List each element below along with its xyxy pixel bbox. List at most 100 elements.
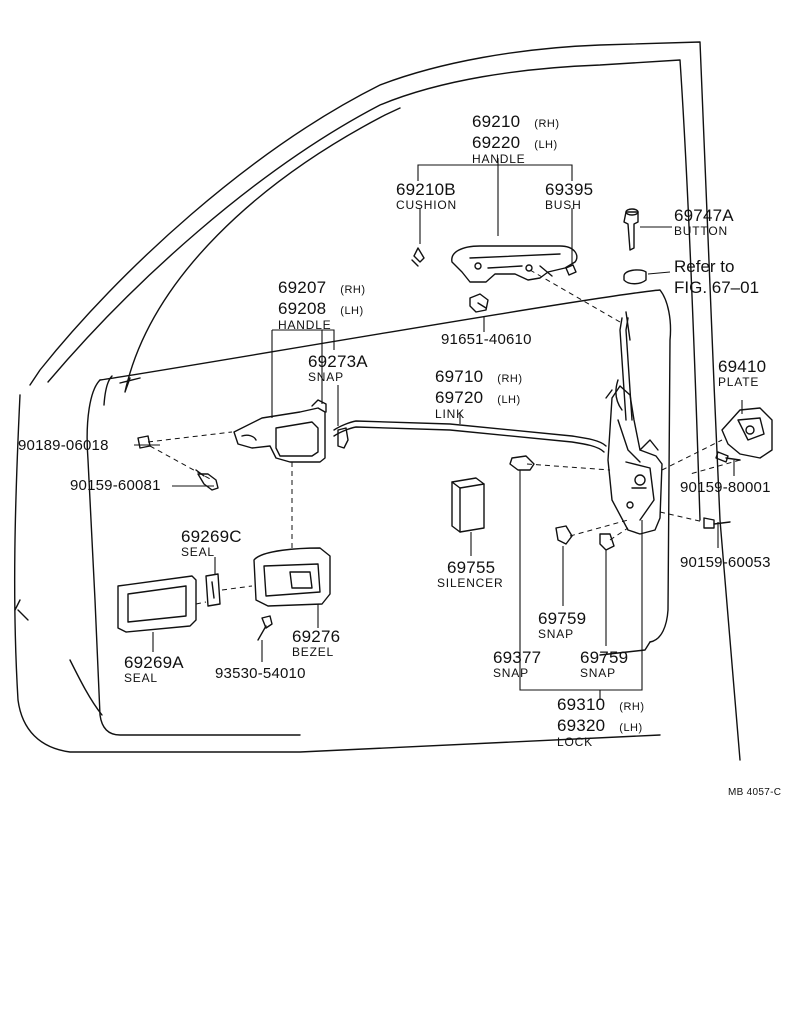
callout-screw-90159-60053: 90159-60053: [680, 555, 771, 570]
cushion-part: [411, 247, 425, 267]
part-name: SNAP: [308, 370, 344, 384]
part-number: 69220: [472, 133, 521, 152]
part-name: SNAP: [538, 627, 574, 641]
part-name: HANDLE: [278, 318, 332, 332]
callout-screw-91651: 91651-40610: [441, 332, 532, 347]
part-number: 90159-60053: [680, 554, 771, 571]
callout-clip-90189: 90189-06018: [18, 438, 109, 453]
part-number: 69210B: [396, 180, 456, 199]
lock-rod: [615, 311, 633, 421]
part-number: 69210: [472, 112, 521, 131]
lock-knob-part: [623, 269, 647, 285]
seal-69269a-part: [117, 575, 197, 633]
part-name: BUSH: [545, 198, 582, 212]
bush-part: [565, 264, 577, 276]
part-number: 69269A: [124, 653, 184, 672]
part-number: 91651-40610: [441, 331, 532, 348]
part-number: 90189-06018: [18, 437, 109, 454]
side-lh: (LH): [534, 139, 558, 151]
part-number: 69377: [493, 648, 542, 667]
part-name: SEAL: [124, 671, 158, 685]
bezel-part: [253, 547, 331, 607]
part-number: 69208: [278, 299, 327, 318]
part-number: 69310: [557, 695, 606, 714]
side-lh: (LH): [619, 722, 643, 734]
snap-69377-part: [509, 455, 535, 471]
callout-link: 69710 (RH) 69720 (LH) LINK: [435, 368, 523, 420]
callout-snap-69273a: 69273A SNAP: [308, 353, 368, 383]
refer-text: Refer to: [674, 257, 735, 276]
leader-lines: [134, 158, 743, 700]
screw-90159-60053-part: [703, 517, 731, 529]
side-rh: (RH): [340, 284, 366, 296]
lock-mechanism: [605, 385, 663, 535]
part-number: 69269C: [181, 527, 242, 546]
door-inner-panel: [14, 289, 672, 736]
part-name: PLATE: [718, 375, 760, 389]
callout-snap-69377: 69377 SNAP: [493, 649, 541, 679]
part-number: 69720: [435, 388, 484, 407]
callout-seal-69269c: 69269C SEAL: [181, 528, 242, 558]
callout-seal-69269a: 69269A SEAL: [124, 654, 184, 684]
part-name: SNAP: [493, 666, 529, 680]
screw-90159-80001-part: [715, 451, 741, 463]
lock-button-part: [623, 208, 639, 251]
callout-plate: 69410 PLATE: [718, 358, 766, 388]
part-number: 69320: [557, 716, 606, 735]
silencer-part: [451, 477, 485, 533]
callout-inside-handle: 69207(RH) 69208(LH) HANDLE: [278, 279, 366, 331]
part-name: CUSHION: [396, 198, 457, 212]
figure-code: MB 4057-C: [728, 787, 782, 798]
part-number: 69747A: [674, 206, 734, 225]
callout-lock: 69310 (RH) 69320 (LH) LOCK: [557, 696, 645, 748]
part-number: 69755: [447, 558, 496, 577]
part-number: 90159-80001: [680, 479, 771, 496]
inside-handle: [233, 399, 327, 463]
part-number: 69273A: [308, 352, 368, 371]
door-frame: [13, 41, 741, 761]
callout-snap-69759-b: 69759 SNAP: [580, 649, 628, 679]
part-number: 69759: [538, 609, 587, 628]
seal-69269c-part: [205, 573, 221, 607]
callout-cushion: 69210B CUSHION: [396, 181, 457, 211]
snap-69759-b-part: [599, 533, 615, 551]
part-number: 90159-60081: [70, 477, 161, 494]
callout-bush: 69395 BUSH: [545, 181, 593, 211]
callout-snap-69759-a: 69759 SNAP: [538, 610, 586, 640]
snap-69759-a-part: [555, 525, 573, 545]
callout-outside-handle: 69210 (RH) 69220 (LH) HANDLE: [472, 113, 560, 165]
part-name: LOCK: [557, 735, 593, 749]
side-rh: (RH): [497, 373, 523, 385]
part-name: HANDLE: [472, 152, 526, 166]
part-number: 69710: [435, 367, 484, 386]
outside-handle: [451, 245, 578, 283]
link-rod: [333, 420, 607, 453]
part-number: 93530-54010: [215, 665, 306, 682]
striker-plate: [721, 407, 773, 459]
part-number: 69395: [545, 180, 594, 199]
callout-silencer: 69755 SILENCER: [437, 559, 503, 589]
screw-93530-part: [257, 615, 273, 641]
part-name: SEAL: [181, 545, 215, 559]
part-number: 69207: [278, 278, 327, 297]
snap-69273a-part: [337, 427, 349, 449]
callout-refer-figure: Refer to FIG. 67–01: [674, 258, 759, 296]
part-number: 69759: [580, 648, 629, 667]
part-number: 69276: [292, 627, 341, 646]
side-lh: (LH): [497, 394, 521, 406]
screw-91651-part: [469, 293, 489, 313]
assembly-lines: [147, 269, 741, 605]
part-number: 69410: [718, 357, 767, 376]
part-name: SILENCER: [437, 576, 504, 590]
part-name: SNAP: [580, 666, 616, 680]
side-rh: (RH): [534, 118, 560, 130]
part-name: BEZEL: [292, 645, 335, 659]
callout-screw-93530: 93530-54010: [215, 666, 306, 681]
callout-bezel: 69276 BEZEL: [292, 628, 340, 658]
callout-screw-90159-60081: 90159-60081: [70, 478, 161, 493]
callout-button: 69747A BUTTON: [674, 207, 734, 237]
refer-figure: FIG. 67–01: [674, 278, 760, 297]
side-rh: (RH): [619, 701, 645, 713]
part-name: LINK: [435, 407, 465, 421]
